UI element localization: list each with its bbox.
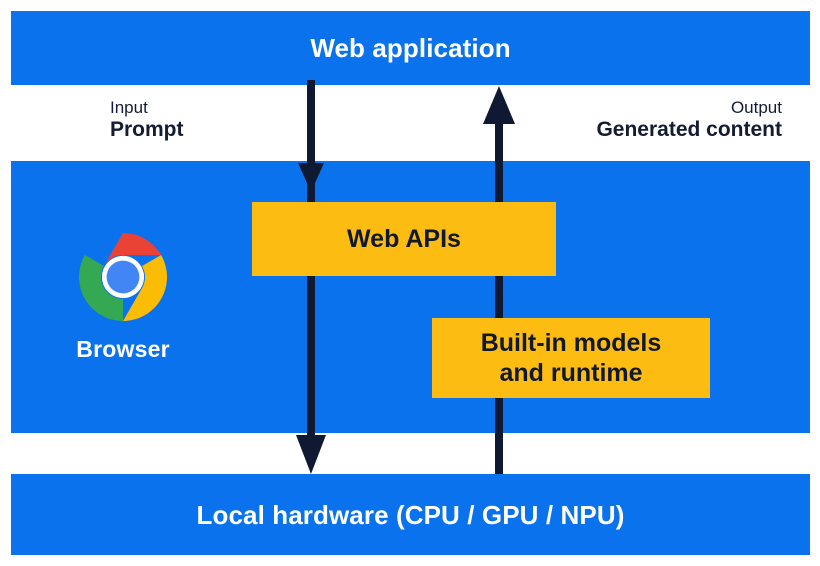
- web-application-band: Web application: [11, 11, 810, 85]
- built-in-models-label-line1: Built-in models: [480, 328, 662, 357]
- web-application-title: Web application: [310, 33, 511, 63]
- local-hardware-title: Local hardware (CPU / GPU / NPU): [196, 500, 625, 530]
- input-flow-label: Input Prompt: [110, 98, 184, 143]
- input-value-text: Prompt: [110, 118, 184, 142]
- web-apis-box[interactable]: Web APIs: [252, 202, 556, 276]
- web-apis-label: Web APIs: [347, 224, 461, 253]
- local-hardware-band: Local hardware (CPU / GPU / NPU): [11, 474, 810, 555]
- built-in-models-label-line2: and runtime: [499, 359, 643, 387]
- chrome-logo-icon: [78, 232, 168, 322]
- browser-group: Browser: [43, 232, 203, 363]
- built-in-models-label: Built-in models and runtime: [481, 328, 662, 389]
- output-flow-label: Output Generated content: [596, 98, 782, 143]
- browser-caption-label: Browser: [76, 336, 170, 362]
- input-kind-text: Input: [110, 98, 148, 117]
- output-value-text: Generated content: [596, 118, 782, 142]
- output-kind-text: Output: [730, 98, 782, 117]
- built-in-models-box[interactable]: Built-in models and runtime: [432, 318, 710, 398]
